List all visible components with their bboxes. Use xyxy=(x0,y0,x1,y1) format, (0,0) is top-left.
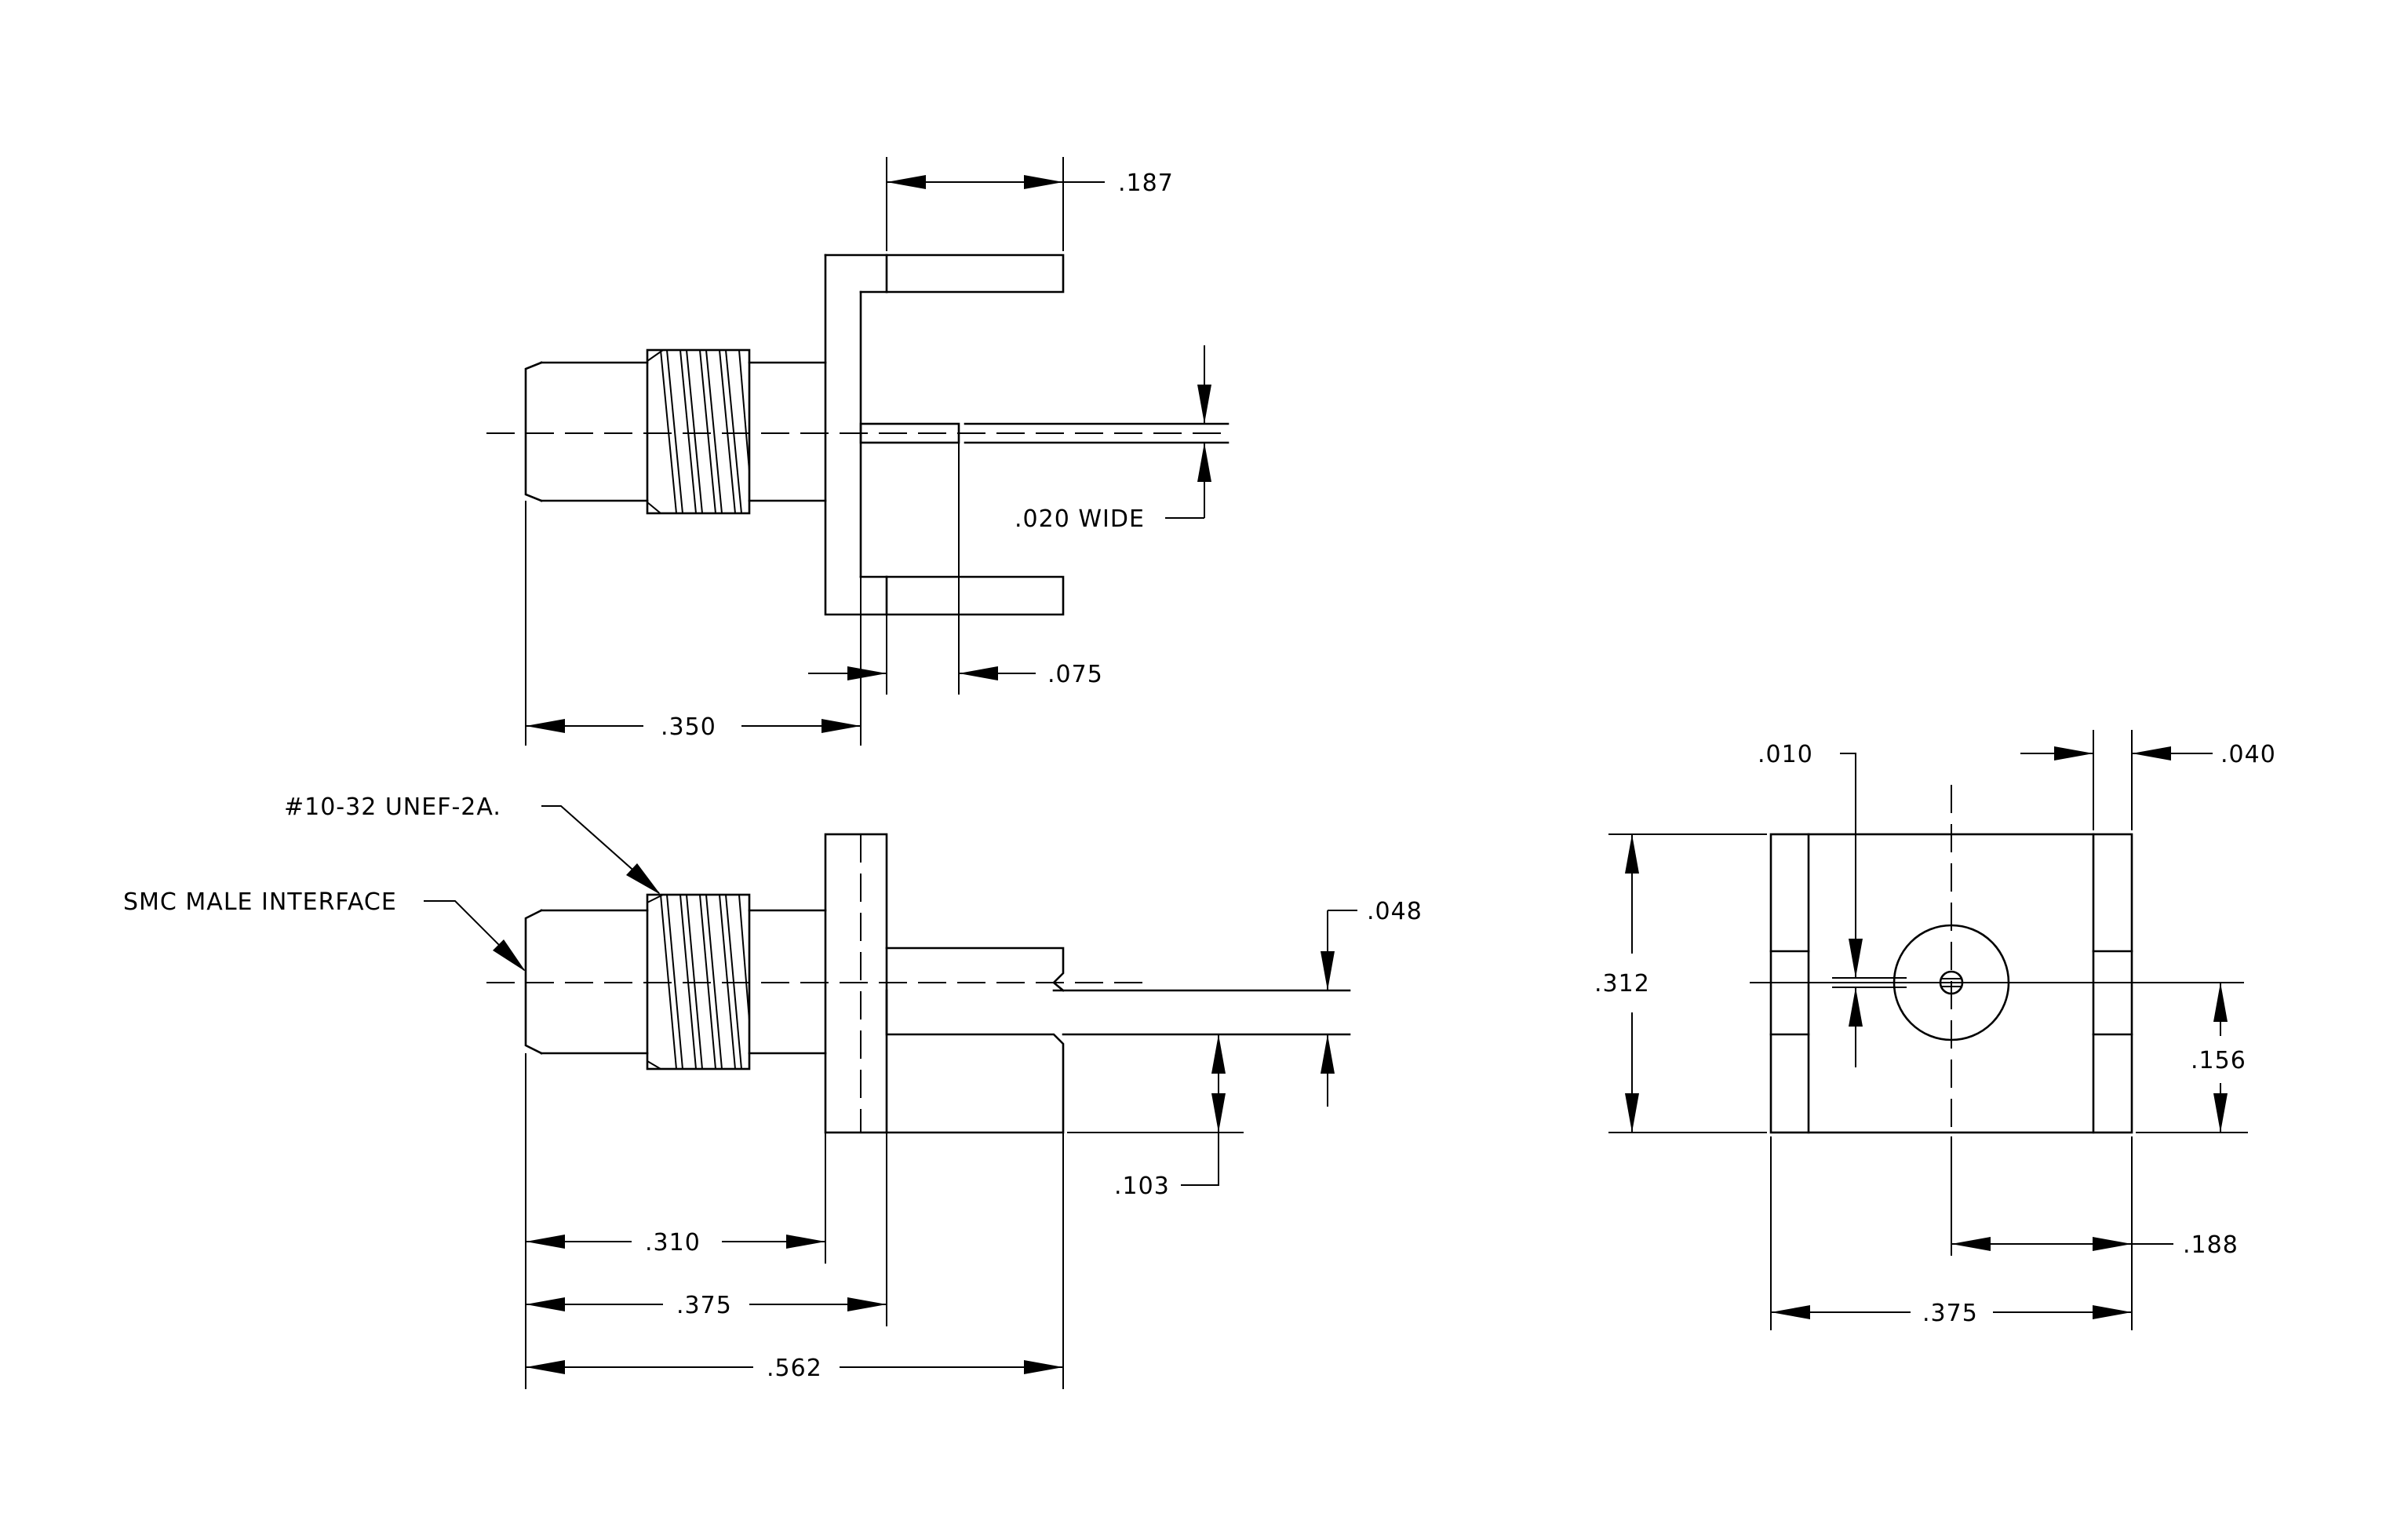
end-view xyxy=(1750,785,2244,1177)
dimension-labels: .187 .020 WIDE .075 .350 #10-32 UNEF-2A.… xyxy=(123,170,2276,1382)
label-103: .103 xyxy=(1114,1173,1170,1200)
side-view xyxy=(486,833,1351,1134)
label-310: .310 xyxy=(645,1229,701,1257)
label-187: .187 xyxy=(1118,170,1174,197)
label-010: .010 xyxy=(1758,741,1813,768)
label-562: .562 xyxy=(767,1355,822,1382)
label-350: .350 xyxy=(661,713,716,741)
label-188: .188 xyxy=(2183,1231,2239,1259)
label-020-wide: .020 WIDE xyxy=(1015,505,1145,533)
thread-lines-top xyxy=(647,349,750,514)
label-375-side: .375 xyxy=(676,1292,732,1319)
label-375-end: .375 xyxy=(1922,1300,1978,1327)
top-view xyxy=(486,254,1232,616)
label-156: .156 xyxy=(2191,1047,2246,1074)
dimension-lines xyxy=(424,157,2248,1389)
label-075: .075 xyxy=(1047,661,1103,688)
label-interface: SMC MALE INTERFACE xyxy=(123,888,397,916)
label-040: .040 xyxy=(2220,741,2276,768)
label-312: .312 xyxy=(1594,970,1650,998)
label-thread-spec: #10-32 UNEF-2A. xyxy=(284,793,501,821)
label-048: .048 xyxy=(1367,898,1423,925)
